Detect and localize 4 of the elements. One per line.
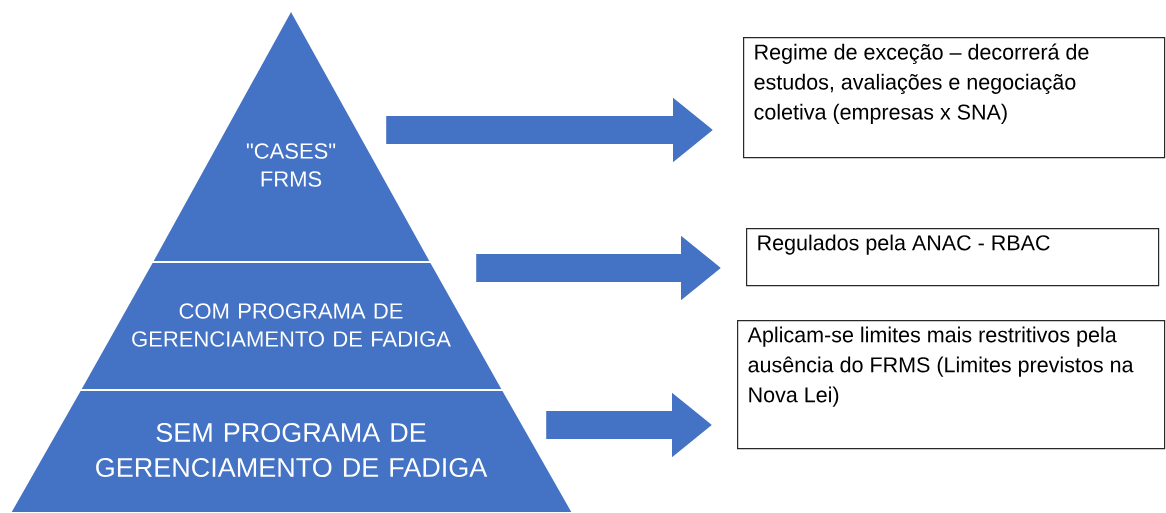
text-box: Regulados pela ANAC - RBAC [746,228,1160,287]
node-label: SEM PROGRAMA DE GERENCIAMENTO DE FADIGA [96,422,488,478]
text-box: Regime de exceção – decorrerá de estudos, avaliações e negociação coletiva (empresas x SNA) [743,37,1166,159]
text-box: Aplicam-se limites mais restritivos pela ausência do FRMS (Limites previstos na Nova Lei) [737,320,1166,450]
